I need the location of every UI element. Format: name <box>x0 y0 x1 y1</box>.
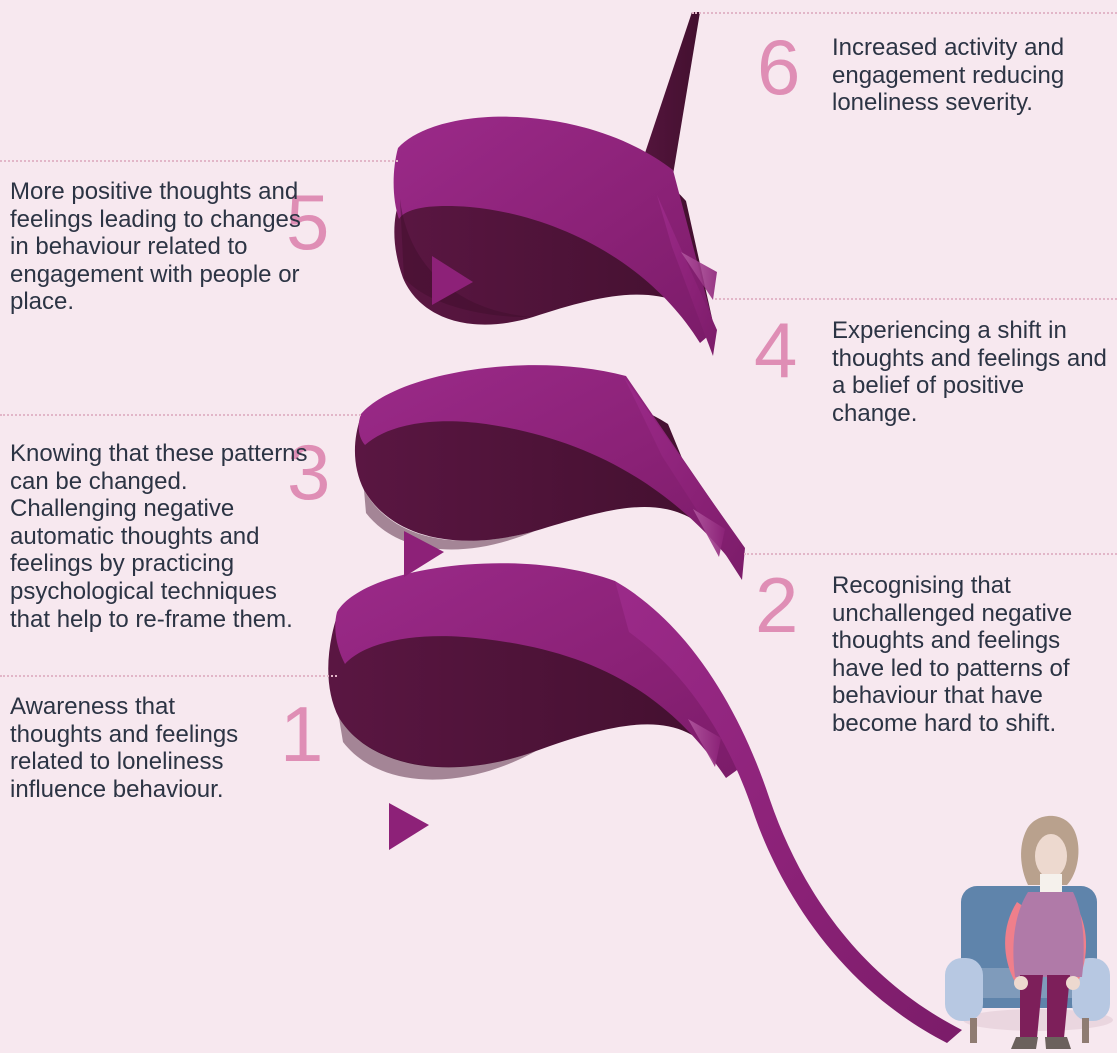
person-left-hand <box>1014 976 1028 990</box>
step-5-number: 5 <box>286 178 329 266</box>
chair-left-arm <box>945 958 983 1021</box>
ribbon-upper-connector <box>657 195 717 356</box>
person-face <box>1035 834 1067 878</box>
step-2-number: 2 <box>755 561 798 649</box>
person-neck <box>1040 874 1062 892</box>
ribbon-fold-highlight-middle <box>693 509 725 557</box>
person-right-shoe <box>1045 1037 1071 1049</box>
person-left-shoe <box>1011 1037 1038 1049</box>
step-1-text: Awareness that thoughts and feelings rel… <box>10 693 239 803</box>
ribbon-fold-highlight-top <box>681 252 717 300</box>
step-4-number: 4 <box>754 306 797 394</box>
person-right-hand <box>1066 976 1080 990</box>
step-1-number: 1 <box>280 690 323 778</box>
step-2-text: Recognising that unchallenged negative t… <box>832 572 1073 737</box>
step-4-text: Experiencing a shift in thoughts and fee… <box>832 317 1107 427</box>
step-6-text: Increased activity and engagement reduci… <box>832 34 1065 117</box>
person-dress <box>1013 892 1084 977</box>
ribbon-arrow-middle <box>404 531 444 577</box>
ribbon-fold-highlight-bottom <box>688 719 721 767</box>
seated-person-illustration <box>945 815 1113 1049</box>
step-5-text: More positive thoughts and feelings lead… <box>10 178 301 316</box>
step-3-number: 3 <box>287 428 330 516</box>
step-1-guide-line <box>0 675 337 677</box>
person-right-leg <box>1047 975 1070 1038</box>
ribbon-arrow-top <box>432 256 473 305</box>
step-5-guide-line <box>0 160 398 162</box>
ribbon-top-loop-front <box>393 116 715 343</box>
spiral-ribbon <box>328 12 962 1043</box>
step-6-guide-line <box>692 12 1117 14</box>
ribbon-lower-loop-front <box>335 563 744 778</box>
step-3-guide-line <box>0 414 361 416</box>
ribbon-inner-shadow-bottom <box>339 718 536 780</box>
step-6-number: 6 <box>757 23 800 111</box>
ribbon-bottom-tail <box>615 581 962 1043</box>
step-4-guide-line <box>715 298 1117 300</box>
chair-right-leg <box>1082 1018 1089 1043</box>
step-3-text: Knowing that these patterns can be chang… <box>10 440 308 633</box>
step-2-guide-line <box>744 553 1117 555</box>
chair-left-leg <box>970 1018 977 1043</box>
person-left-leg <box>1020 975 1043 1038</box>
ribbon-arrow-bottom <box>389 803 429 850</box>
